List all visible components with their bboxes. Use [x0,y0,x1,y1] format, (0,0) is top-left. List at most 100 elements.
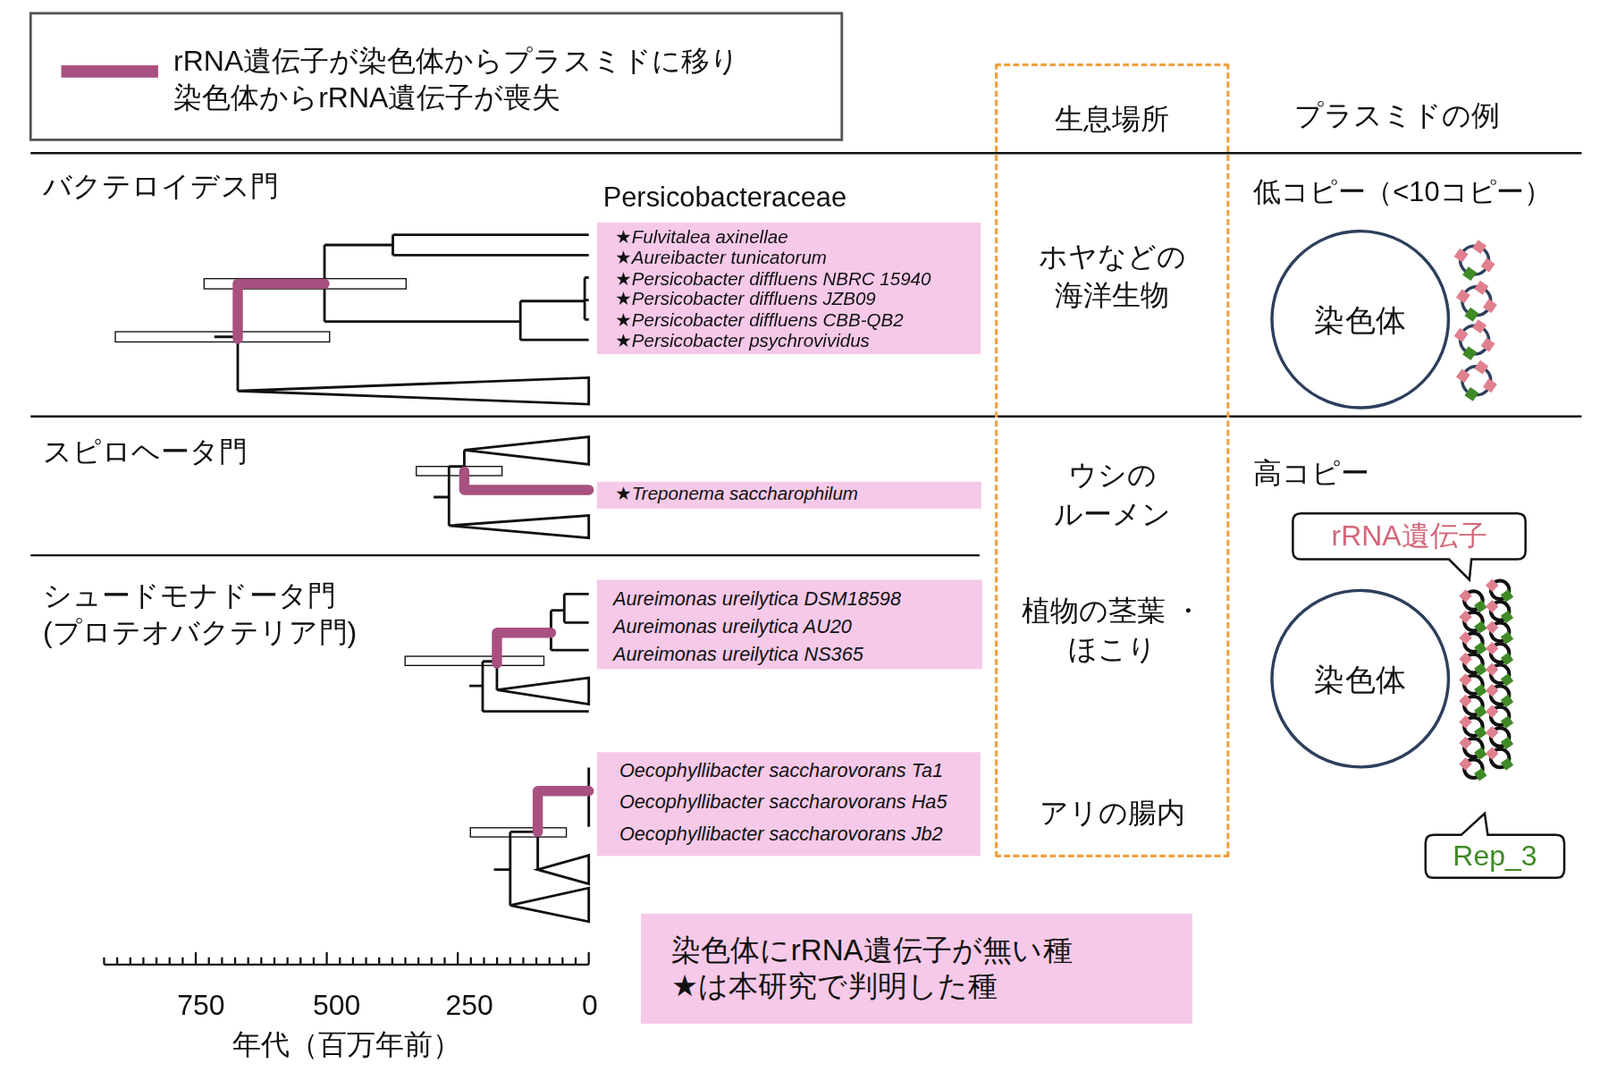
legend-text: rRNA遺伝子が染色体からプラスミドに移り 染色体からrRNA遺伝子が喪失 [173,42,807,117]
species-box: ★Treponema saccharophilum [597,481,981,509]
axis-or-section-label: バクテロイデス門 [42,169,279,205]
callout-box: rRNA遺伝子 [1292,513,1525,559]
plasmid-gene [1458,631,1473,645]
node-text: 染色体にrRNA遺伝子が無い種 [671,931,1073,969]
plasmid-gene [1485,705,1499,719]
legend-frame [30,13,843,141]
axis-tick [208,957,211,965]
node-text: Oecophyllibacter saccharovorans Ha5 [619,791,948,814]
node-text: ★Persicobacter diffluens CBB-QB2 [614,310,903,331]
axis-or-section-label: 年代（百万年前） [232,1027,462,1063]
node-text: Aureimonas ureilytica NS365 [613,642,864,666]
plasmid-gene [1458,673,1473,687]
axis-tick [234,957,236,965]
plasmid-gene [1485,599,1499,614]
plasmid-gene [1464,387,1479,402]
axis-tick [535,957,538,965]
axis-tick [430,957,433,965]
axis-tick [470,957,472,965]
rrna-transfer-branches [237,283,590,832]
habitat-box: 生息場所ホヤなどの 海洋生物ウシの ルーメン植物の茎葉 ・ほこりアリの腸内 [994,63,1230,858]
node-text: ★Persicobacter psychrovividus [614,330,870,352]
plasmid-gene [1472,239,1487,254]
node-text: ホヤなどの 海洋生物 [1020,237,1205,316]
plasmid-gene [1481,258,1496,273]
plasmid-gene [1462,266,1477,281]
axis-tick [194,951,197,965]
axis-tick [299,957,302,965]
axis-tick [181,957,184,965]
axis-tick [155,957,158,965]
plasmid-gene [1456,288,1471,304]
node-text: Aureimonas ureilytica AU20 [613,614,852,638]
plasmid-gene [1485,683,1499,698]
axis-tick [129,957,132,965]
plasmid-gene [1485,641,1499,656]
plasmid-gene [1454,248,1469,263]
axis-or-section-label: プラスミドの例 [1294,99,1501,135]
plasmid-gene [1485,662,1499,676]
plasmid-gene [1472,319,1487,334]
plasmid-ring [1460,325,1490,354]
axis-or-section-label: 低コピー（<10コピー） [1253,174,1552,210]
node-text: Rep_3 [1425,837,1565,875]
plasmid-gene [1456,368,1471,383]
axis-tick [443,957,446,965]
plasmid-gene [1481,337,1496,353]
axis-tick [338,957,341,965]
axis-tick [364,957,367,965]
node-text: rRNA遺伝子 [1292,517,1525,555]
axis-tick [286,957,288,965]
legend-swatch [60,65,158,78]
axis-tick [312,957,315,965]
axis-tick [247,957,250,965]
axis-tick [142,957,144,965]
plasmid-gene [1485,725,1499,740]
node-text: 染色体 [1273,661,1448,699]
axis-tick [116,957,118,965]
axis-or-section-label: 0 [581,987,598,1023]
plasmid-gene [1458,694,1473,708]
node-text: 植物の茎葉 ・ほこり [1020,591,1205,670]
species-box: Aureimonas ureilytica DSM18598Aureimonas… [597,579,982,668]
axis-tick [273,957,276,965]
node-text: ★Persicobacter diffluens JZB09 [614,288,876,310]
axis-tick [378,957,380,965]
tree-branches [214,235,590,906]
plasmid-gene [1464,307,1479,322]
plasmid-gene [1473,280,1489,295]
axis-or-section-label: 高コピー [1253,455,1370,491]
time-axis [103,951,589,965]
plasmid-gene [1473,360,1489,375]
axis-tick [417,957,420,965]
legend-note-box: 染色体にrRNA遺伝子が無い種★は本研究で判明した種 [640,913,1192,1023]
plasmid-gene [1485,578,1499,592]
axis-tick [482,957,485,965]
node-text: Aureimonas ureilytica DSM18598 [613,588,902,611]
node-text: Persicobacteraceae [603,181,847,213]
plasmid-gene [1473,767,1487,781]
axis-tick [168,957,171,965]
axis-tick [325,951,328,965]
axis-tick [352,957,354,965]
plasmid-gene [1462,345,1477,361]
node-text: 生息場所 [1020,100,1205,139]
plasmid-gene [1458,652,1473,666]
node-text: ★Aureibacter tunicatorum [614,247,827,269]
axis-tick [509,957,512,965]
plasmid-gene [1500,757,1514,770]
node-text: ★Persicobacter diffluens NBRC 15940 [614,268,931,289]
node-text: Oecophyllibacter saccharovorans Jb2 [619,822,944,845]
species-box: Persicobacteraceae★Fulvitalea axinellae★… [597,222,981,354]
node-text: Oecophyllibacter saccharovorans Ta1 [619,758,944,782]
axis-tick [102,957,105,965]
plasmid-gene [1485,620,1499,634]
axis-or-section-label: 750 [176,987,225,1023]
species-box: Oecophyllibacter saccharovorans Ta1Oecop… [597,751,980,855]
plasmid-gene [1458,736,1473,750]
plasmid-gene [1482,298,1498,313]
plasmid-gene [1458,589,1473,603]
node-text: アリの腸内 [1020,793,1205,833]
plasmid-ring [1462,286,1491,316]
